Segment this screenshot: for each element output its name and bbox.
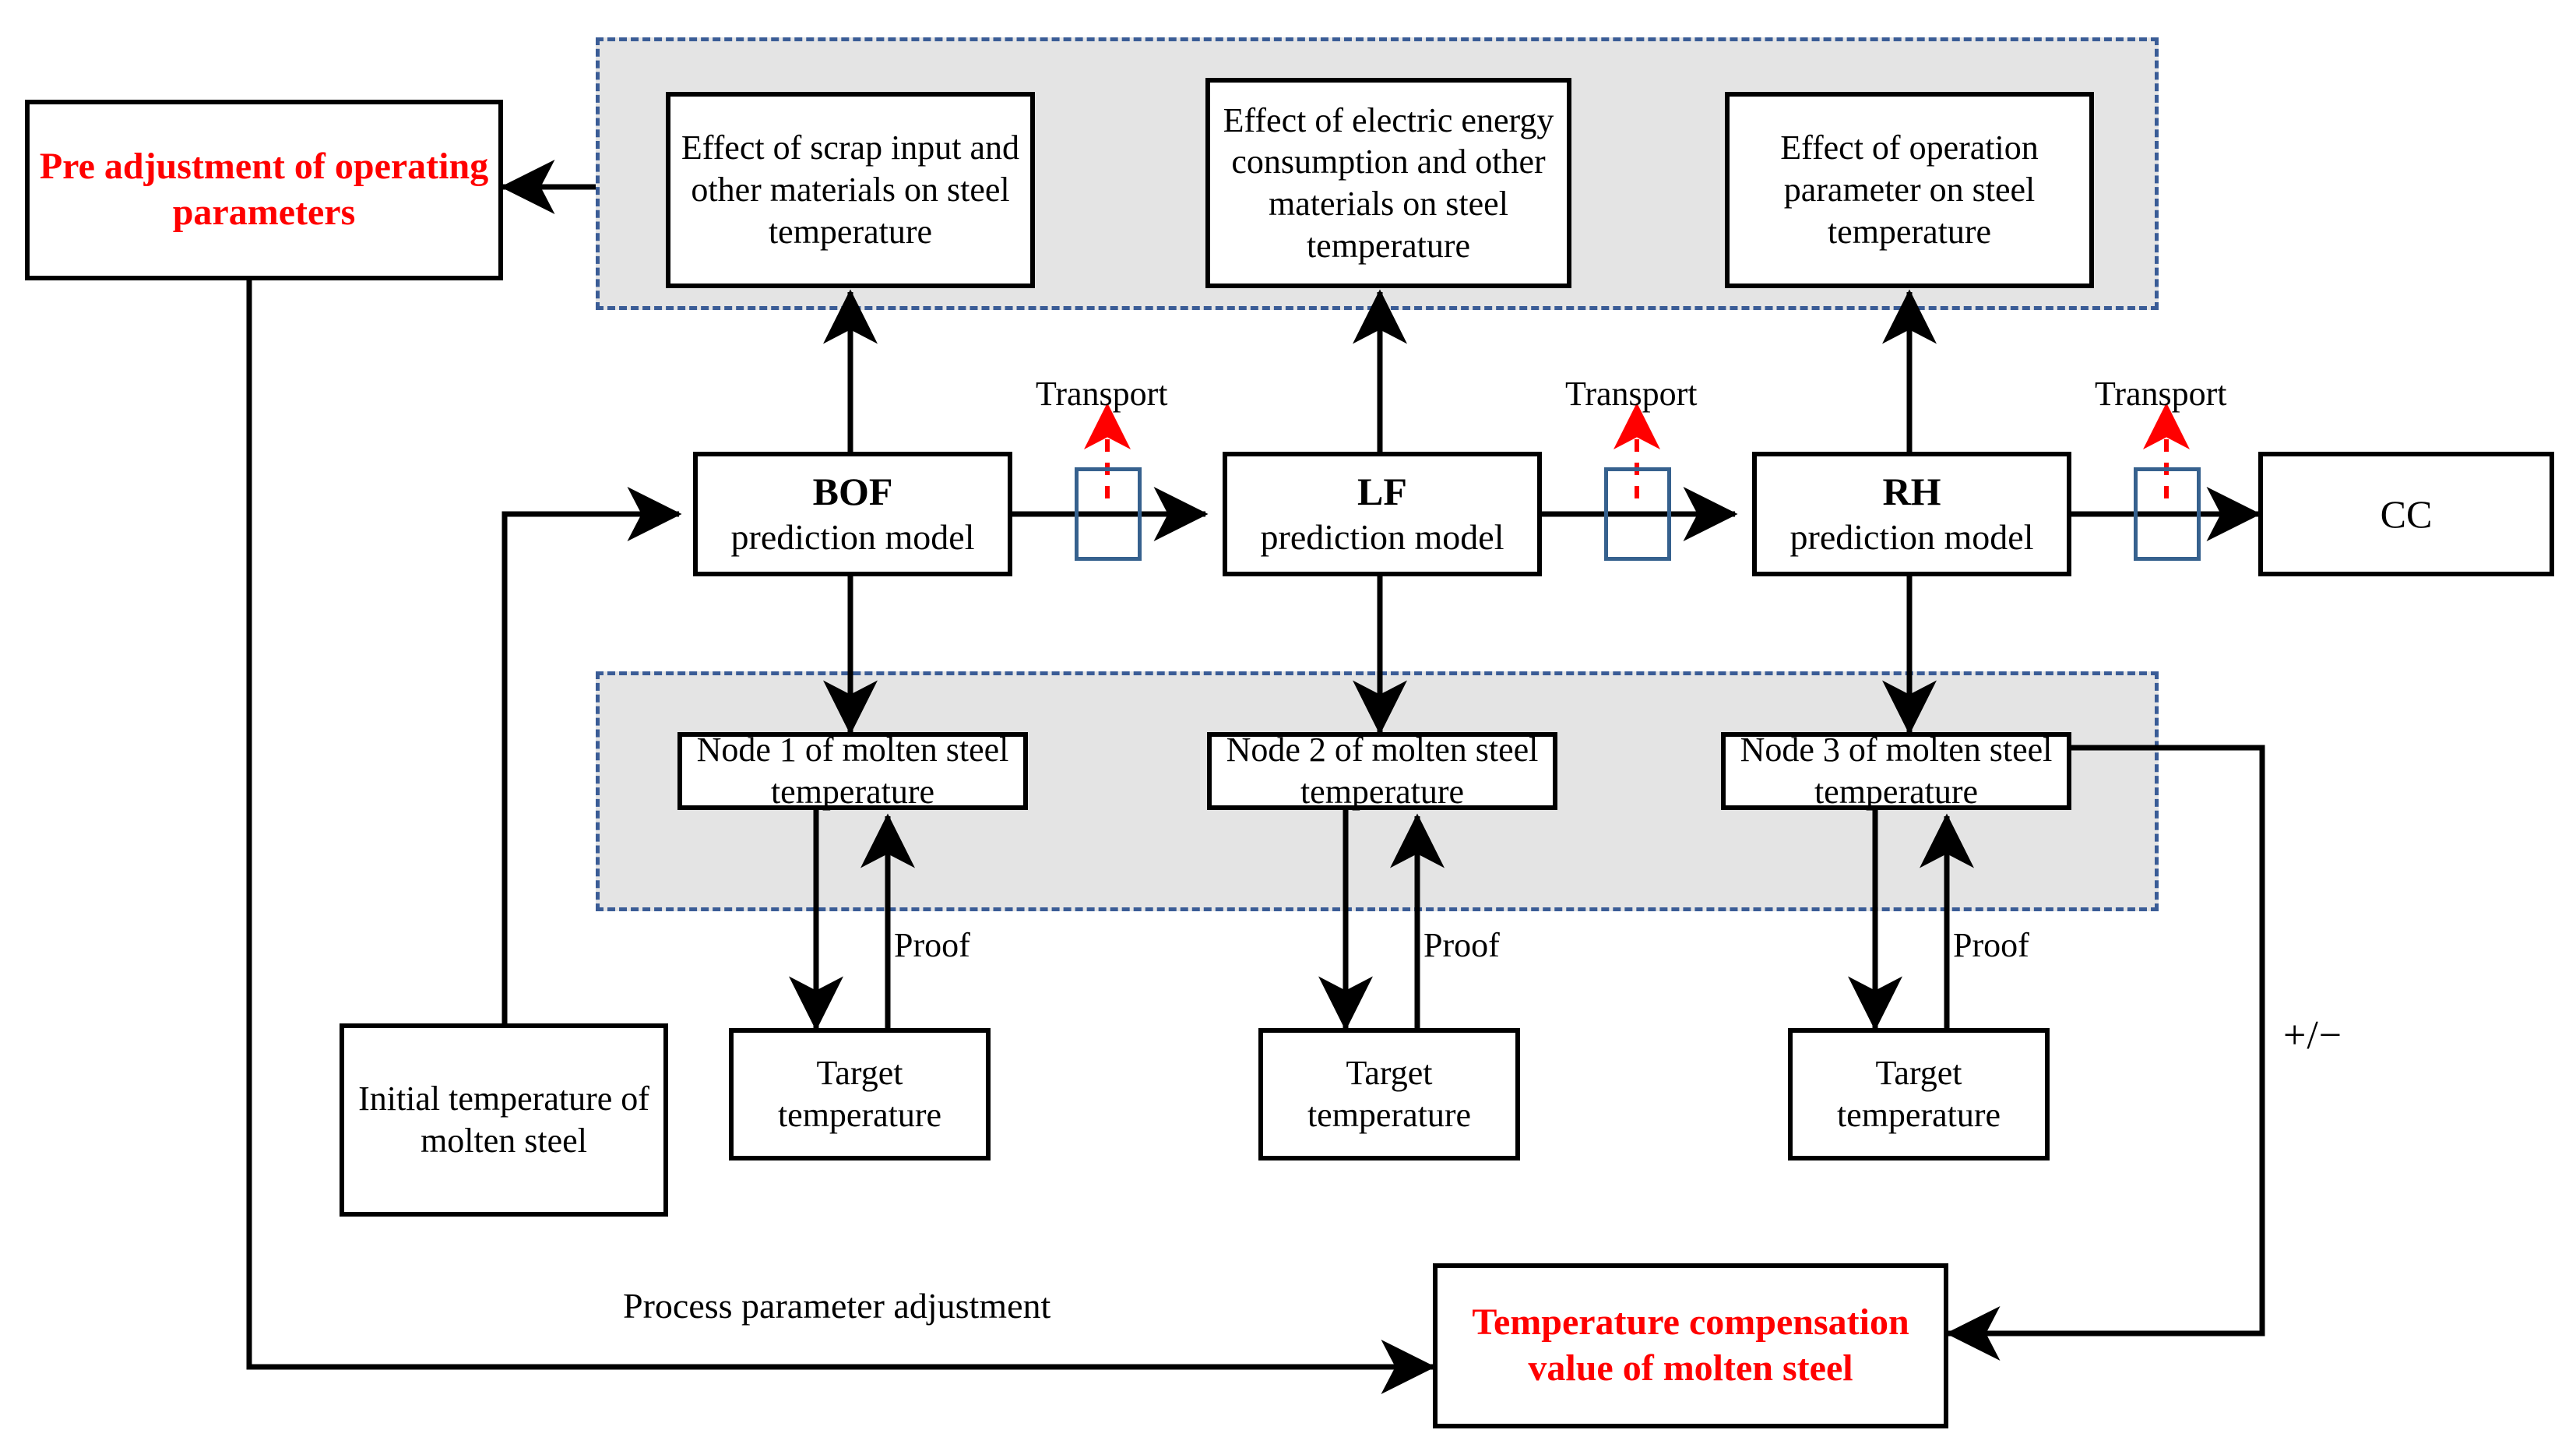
- box-effect-bof[interactable]: Effect of scrap input and other material…: [666, 92, 1035, 288]
- box-effect-bof-label: Effect of scrap input and other material…: [681, 129, 1020, 251]
- box-node1-label: Node 1 of molten steel temperature: [696, 731, 1009, 811]
- box-initial-temperature[interactable]: Initial temperature of molten steel: [340, 1023, 668, 1217]
- box-effect-rh-label: Effect of operation parameter on steel t…: [1780, 129, 2039, 251]
- box-model-bof-text: BOF prediction model: [719, 468, 987, 559]
- box-effect-lf[interactable]: Effect of electric energy consumption an…: [1205, 78, 1571, 288]
- box-model-rh-title: RH: [1882, 470, 1941, 514]
- label-plus-minus: +/−: [2283, 1013, 2343, 1058]
- box-temperature-compensation-label: Temperature compensation value of molten…: [1472, 1301, 1909, 1389]
- box-model-lf[interactable]: LF prediction model: [1223, 452, 1542, 576]
- box-model-rh[interactable]: RH prediction model: [1752, 452, 2071, 576]
- box-effect-lf-label: Effect of electric energy consumption an…: [1223, 100, 1554, 265]
- edge-node3-to-compensation: [1945, 745, 2265, 1361]
- box-cc-label: CC: [2380, 491, 2433, 536]
- box-target-temperature-1-label: Target temperature: [777, 1054, 942, 1134]
- box-model-bof-title: BOF: [812, 470, 893, 514]
- transport-square-1[interactable]: [1075, 467, 1142, 561]
- box-model-rh-sub: prediction model: [1789, 517, 2034, 558]
- edge-initial-to-bof: [501, 487, 682, 1023]
- box-effect-rh[interactable]: Effect of operation parameter on steel t…: [1725, 92, 2094, 288]
- label-proof-1: Proof: [894, 926, 970, 964]
- box-model-bof-sub: prediction model: [730, 517, 975, 558]
- box-temperature-compensation[interactable]: Temperature compensation value of molten…: [1433, 1263, 1948, 1428]
- box-target-temperature-2-label: Target temperature: [1307, 1054, 1472, 1134]
- box-node3[interactable]: Node 3 of molten steel temperature: [1721, 731, 2071, 811]
- label-transport-3: Transport: [2095, 375, 2227, 413]
- box-pre-adjustment[interactable]: Pre adjustment of operating parameters: [25, 100, 503, 280]
- box-pre-adjustment-label: Pre adjustment of operating parameters: [39, 146, 489, 233]
- label-process-parameter-adjustment: Process parameter adjustment: [623, 1286, 1051, 1326]
- box-cc[interactable]: CC: [2258, 452, 2554, 576]
- box-target-temperature-3[interactable]: Target temperature: [1788, 1028, 2050, 1160]
- box-model-lf-sub: prediction model: [1260, 517, 1504, 558]
- box-model-lf-text: LF prediction model: [1248, 468, 1517, 559]
- box-initial-temperature-label: Initial temperature of molten steel: [358, 1079, 649, 1160]
- box-node2[interactable]: Node 2 of molten steel temperature: [1207, 731, 1557, 811]
- box-target-temperature-2[interactable]: Target temperature: [1258, 1028, 1520, 1160]
- label-proof-2: Proof: [1423, 926, 1500, 964]
- box-model-lf-title: LF: [1357, 470, 1407, 514]
- label-transport-2: Transport: [1565, 375, 1698, 413]
- box-node2-label: Node 2 of molten steel temperature: [1226, 731, 1539, 811]
- box-target-temperature-1[interactable]: Target temperature: [729, 1028, 991, 1160]
- box-model-bof[interactable]: BOF prediction model: [693, 452, 1012, 576]
- box-target-temperature-3-label: Target temperature: [1836, 1054, 2001, 1134]
- box-node1[interactable]: Node 1 of molten steel temperature: [677, 731, 1028, 811]
- edge-preadjust-to-compensation: [246, 280, 1436, 1394]
- label-transport-1: Transport: [1036, 375, 1168, 413]
- box-model-rh-text: RH prediction model: [1778, 468, 2046, 559]
- box-node3-label: Node 3 of molten steel temperature: [1740, 731, 2053, 811]
- label-proof-3: Proof: [1953, 926, 2029, 964]
- transport-square-3[interactable]: [2134, 467, 2201, 561]
- transport-square-2[interactable]: [1604, 467, 1671, 561]
